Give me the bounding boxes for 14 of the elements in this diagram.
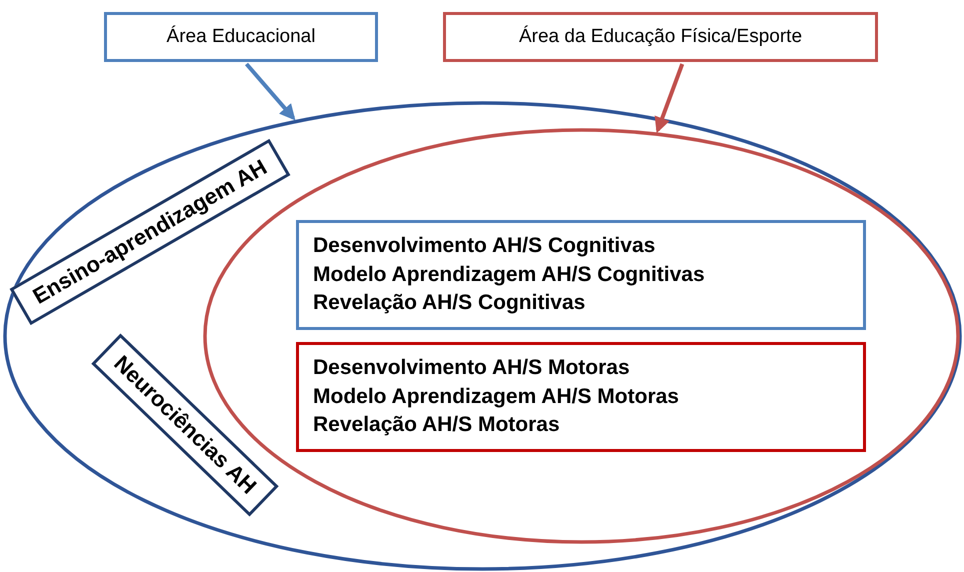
content-line: Revelação AH/S Motoras — [313, 412, 561, 438]
content-line: Revelação AH/S Cognitivas — [313, 290, 586, 316]
content-line: Modelo Aprendizagem AH/S Motoras — [313, 384, 680, 410]
area-label: Área da Educação Física/Esporte — [518, 26, 804, 48]
content-line: Desenvolvimento AH/S Motoras — [313, 354, 631, 381]
area-box — [443, 12, 878, 62]
arrow — [244, 62, 296, 120]
content-line: Desenvolvimento AH/S Cognitivas — [313, 232, 656, 259]
area-box — [104, 12, 378, 62]
arrow — [654, 63, 684, 134]
content-box — [296, 342, 866, 452]
content-line: Modelo Aprendizagem AH/S Cognitivas — [313, 262, 706, 288]
area-label: Área Educacional — [166, 26, 316, 48]
content-box — [296, 220, 866, 330]
